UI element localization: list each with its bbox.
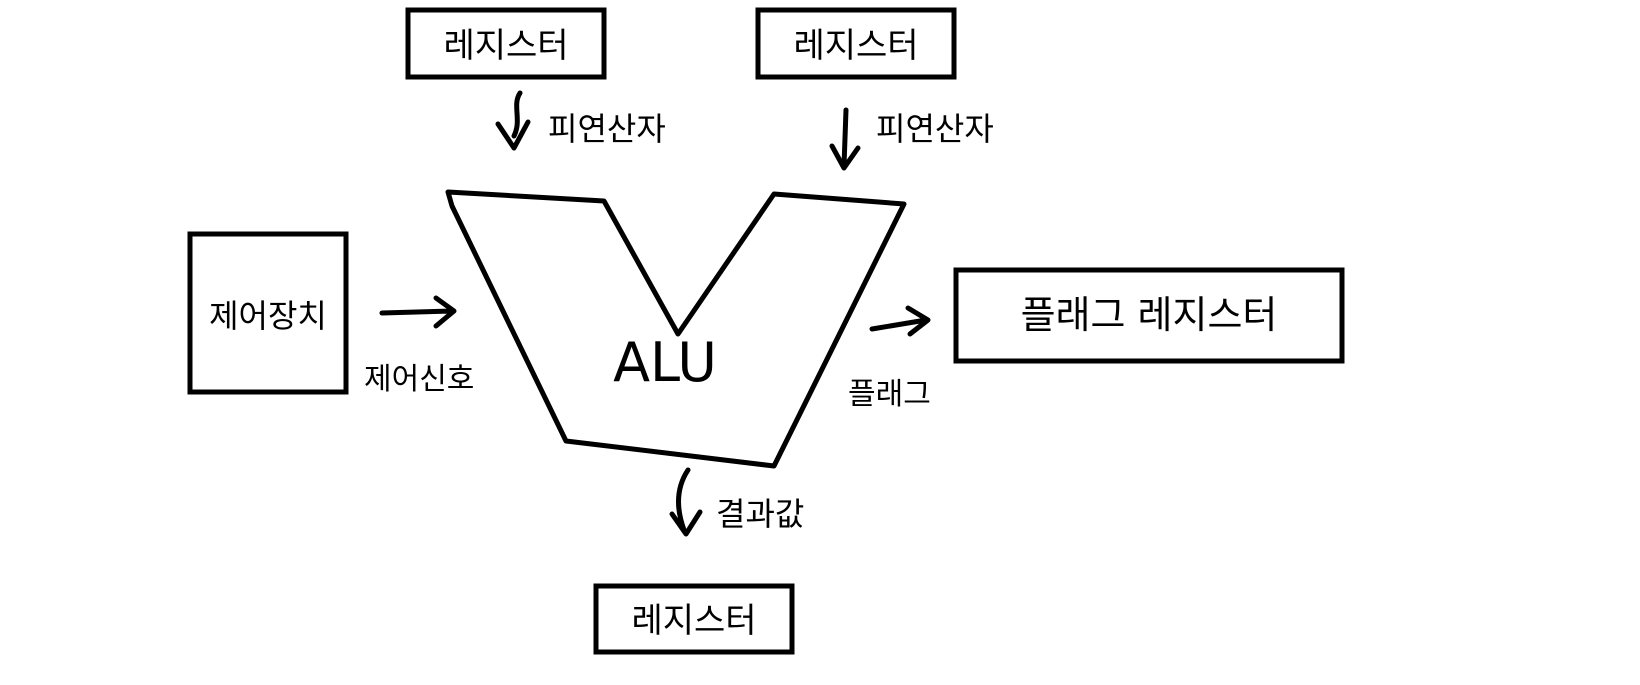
register-bottom-label: 레지스터	[631, 601, 756, 641]
result-label: 결과값	[716, 495, 804, 533]
operand-left-arrow	[495, 90, 531, 151]
control-signal-arrow	[379, 295, 457, 329]
operand-right-label: 피연산자	[876, 110, 994, 148]
control-signal-label: 제어신호	[364, 362, 474, 397]
register-top-right-label: 레지스터	[793, 26, 918, 66]
result-arrow	[669, 467, 703, 537]
flag-label: 플래그	[848, 377, 931, 412]
alu-label: ALU	[613, 331, 717, 394]
flag-register-label: 플래그 레지스터	[1021, 293, 1278, 337]
register-top-right-box: 레지스터	[755, 7, 957, 80]
flag-register-box: 플래그 레지스터	[953, 267, 1345, 364]
control-unit-box: 제어장치	[187, 231, 349, 395]
alu-shape	[445, 189, 907, 469]
flag-arrow	[869, 305, 931, 337]
operand-left-label: 피연산자	[548, 110, 666, 148]
register-bottom-box: 레지스터	[593, 583, 795, 655]
control-unit-label: 제어장치	[209, 297, 327, 335]
register-top-left-box: 레지스터	[405, 7, 607, 80]
operand-right-arrow	[829, 107, 861, 171]
register-top-left-label: 레지스터	[443, 26, 568, 66]
